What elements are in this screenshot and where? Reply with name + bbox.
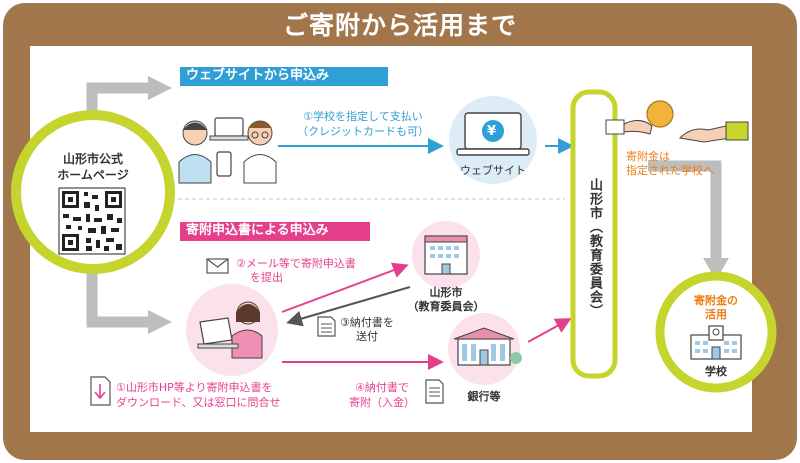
download-document-icon bbox=[90, 376, 111, 406]
form-route-banner-label: 寄附申込書による申込み bbox=[186, 223, 329, 238]
arrow-bank-to-city bbox=[527, 318, 572, 343]
gray-arrow-upper bbox=[86, 82, 150, 118]
gray-arrowhead-lower bbox=[148, 310, 172, 334]
gray-arrowhead-upper bbox=[148, 76, 172, 100]
homepage-label-line2: ホームページ bbox=[57, 168, 129, 182]
form-step2-line2: を提出 bbox=[250, 271, 283, 284]
bank-slip-document-icon bbox=[425, 379, 444, 404]
form-step4-line1: ④納付書で bbox=[355, 381, 409, 394]
school-circle-line1: 寄附金の bbox=[694, 294, 738, 307]
form-step4-line2: 寄附（入金） bbox=[349, 396, 415, 409]
form-route-banner bbox=[180, 222, 370, 241]
payment-slip-document-icon bbox=[317, 316, 336, 337]
city-vertical-box bbox=[570, 89, 618, 379]
school-circle-line2: 活用 bbox=[705, 308, 727, 321]
gray-arrowhead-school bbox=[703, 258, 729, 280]
website-label: ウェブサイト bbox=[460, 164, 526, 177]
web-step1-line1: ①学校を指定して支払い bbox=[303, 110, 423, 123]
gray-arrow-lower bbox=[86, 270, 150, 328]
homepage-label-line1: 山形市公式 bbox=[62, 152, 123, 166]
gray-arrow-to-school bbox=[648, 160, 722, 262]
page-title: ご寄附から活用まで bbox=[282, 11, 517, 40]
laptop-yen-icon bbox=[456, 112, 530, 156]
form-step2-line1: ②メール等で寄附申込書 bbox=[236, 257, 356, 270]
form-step1-line1: ①山形市HP等より寄附申込書を bbox=[116, 381, 273, 394]
yen-symbol: ¥ bbox=[487, 124, 497, 139]
form-step3-line2: 送付 bbox=[356, 330, 378, 343]
form-step1-line2: ダウンロード、又は窓口に問合せ bbox=[116, 396, 281, 409]
handover-line2: 指定された学校へ bbox=[626, 164, 714, 177]
school-label: 学校 bbox=[705, 365, 727, 378]
person-laptop-circle bbox=[186, 284, 278, 376]
web-route-banner bbox=[180, 67, 388, 86]
web-step1-line2: （クレジットカードも可） bbox=[297, 125, 429, 138]
bank-label: 銀行等 bbox=[467, 390, 501, 403]
form-step3-line1: ③納付書を bbox=[340, 316, 394, 329]
city-small-line2: （教育委員会） bbox=[407, 300, 485, 313]
qr-code-icon bbox=[58, 187, 126, 255]
city-hall-building-icon bbox=[424, 235, 468, 275]
handover-line1: 寄附金は bbox=[626, 150, 670, 163]
city-small-line1: 山形市 bbox=[429, 286, 463, 299]
city-vertical-label: 山形市（教育委員会） bbox=[587, 178, 602, 318]
person-laptop-illustration bbox=[197, 301, 263, 359]
arrow-send-payment-slip bbox=[286, 286, 411, 327]
arrow-submit-form bbox=[281, 262, 409, 313]
yen-coin-icon bbox=[646, 100, 674, 128]
mail-envelope-icon bbox=[206, 258, 229, 274]
yen-coin-handover-illustration bbox=[605, 100, 749, 143]
web-route-banner-label: ウェブサイトから申込み bbox=[186, 68, 330, 83]
school-building-icon bbox=[690, 325, 742, 360]
people-devices-illustration bbox=[178, 117, 277, 184]
bank-building-icon bbox=[453, 327, 522, 366]
